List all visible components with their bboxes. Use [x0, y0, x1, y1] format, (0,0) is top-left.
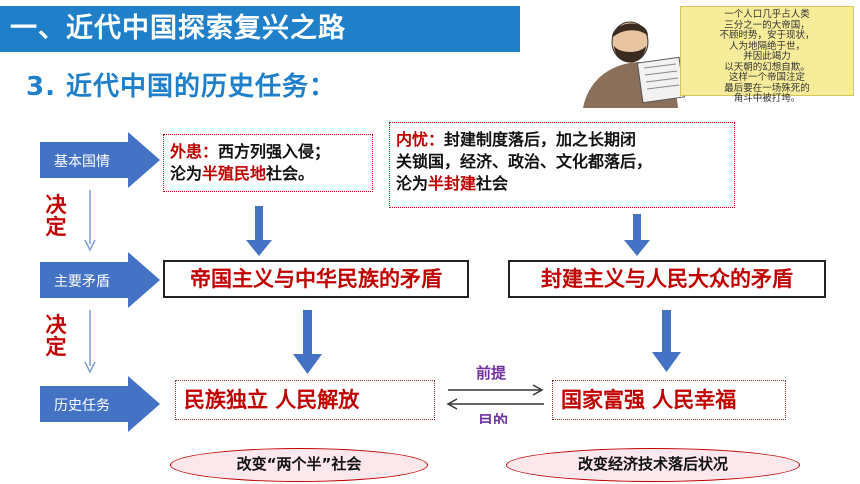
goal-ellipse-right: 改变经济技术落后状况 — [506, 448, 800, 482]
label-historical-task: 历史任务 — [54, 398, 110, 414]
quote-line: 不顾时势，安于现状， — [719, 30, 815, 41]
decide-text-2: 决定 — [45, 313, 67, 359]
external-line2-prefix: 沦为 — [170, 164, 203, 183]
arrow-shape-contradiction — [40, 252, 160, 308]
internal-title: 内忧： — [396, 130, 445, 149]
quote-line: 以天朝的幻想自欺。 — [724, 61, 810, 73]
semi-feudal-highlight: 半封建 — [428, 174, 477, 193]
external-line1: 西方列强入侵； — [218, 142, 331, 161]
quote-line: 三分之一的大帝国， — [724, 19, 810, 31]
quote-line: 这样一个帝国注定 — [728, 72, 805, 83]
external-trouble-box: 外患：西方列强入侵； 沦为半殖民地社会。 — [163, 134, 373, 192]
internal-line2: 关锁国，经济、政治、文化都落后， — [396, 152, 653, 171]
label-basic-situation: 基本国情 — [54, 154, 110, 170]
external-line2-suffix: 社会。 — [266, 164, 315, 183]
slide-subtitle: 3. 近代中国的历史任务： — [26, 72, 337, 102]
relation-purpose: 目的 — [478, 412, 509, 424]
label-main-contradiction: 主要矛盾 — [54, 274, 110, 290]
section-title-bar: 一、近代中国探索复兴之路 — [0, 6, 520, 52]
arrow-shape-basic — [40, 132, 160, 188]
internal-line3-prefix: 沦为 — [396, 174, 429, 193]
internal-line3-suffix: 社会 — [476, 174, 509, 193]
task-independence-box: 民族独立 人民解放 — [175, 380, 435, 420]
quote-line: 人为地隔绝于世， — [728, 40, 805, 52]
goal-ellipse-left: 改变“两个半”社会 — [170, 448, 428, 482]
quote-line: 最后要在一场殊死的 — [724, 82, 810, 94]
relation-premise: 前提 — [476, 364, 507, 382]
contradiction-imperialism-box: 帝国主义与中华民族的矛盾 — [163, 260, 469, 298]
external-title: 外患： — [170, 142, 219, 161]
reading-man-illustration — [583, 21, 686, 108]
section-title: 一、近代中国探索复兴之路 — [10, 13, 346, 44]
quote-box: 一个人口几乎占人类 三分之一的大帝国， 不顾时势，安于现状， 人为地隔绝于世， … — [680, 6, 854, 104]
quote-line: 一个人口几乎占人类 — [724, 9, 810, 20]
semi-colonial-highlight: 半殖民地 — [202, 164, 267, 183]
arrow-shape-task — [40, 376, 160, 432]
internal-line1: 封建制度落后，加之长期闭 — [444, 130, 637, 149]
task-prosperity-box: 国家富强 人民幸福 — [552, 380, 786, 420]
quote-line: 角斗中被打垮。 — [733, 93, 801, 104]
decide-text-1: 决定 — [45, 193, 67, 239]
internal-trouble-box: 内忧：封建制度落后，加之长期闭 关锁国，经济、政治、文化都落后， 沦为半封建社会 — [389, 122, 735, 208]
quote-line: 并因此竭力 — [743, 51, 791, 62]
contradiction-feudalism-box: 封建主义与人民大众的矛盾 — [508, 260, 826, 298]
